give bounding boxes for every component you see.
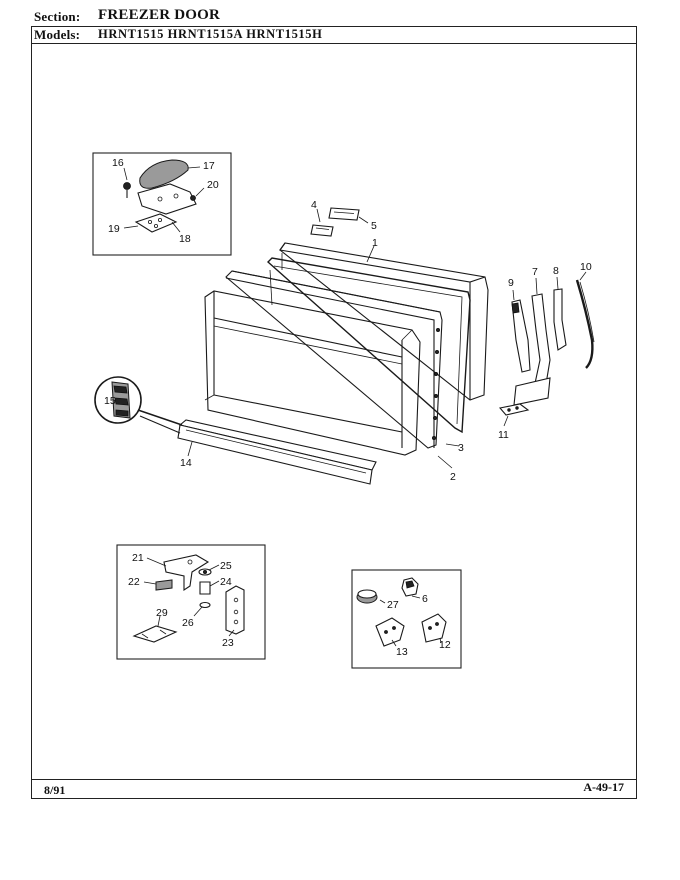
outer-door-panel [279,242,489,401]
door-liner [225,270,443,449]
models-divider [31,43,637,44]
callout-25: 25 [220,560,232,572]
callout-11: 11 [498,429,509,441]
callout-2: 2 [450,471,456,483]
callout-12: 12 [439,639,451,651]
callout-22: 22 [128,576,140,588]
callout-15: 15 [104,395,116,407]
callout-7: 7 [532,266,538,278]
label-plate-4 [310,224,334,237]
handle-bracket-part [134,183,197,233]
hinge-strap-9 [511,299,531,373]
callout-29: 29 [156,607,168,619]
footer-divider [31,779,637,780]
callout-27: 27 [387,599,399,611]
callout-26: 26 [182,617,194,629]
hinge-bracket-21 [155,554,210,592]
callout-1: 1 [372,237,378,249]
hinge-strap-10 [575,279,595,369]
inner-door-liner [204,290,421,456]
footer-date: 8/91 [44,783,66,797]
section-label: Section: [34,9,81,24]
callout-21: 21 [132,552,144,564]
callout-9: 9 [508,277,514,289]
callout-5: 5 [371,220,377,232]
callout-20: 20 [207,179,219,191]
callout-23: 23 [222,637,234,649]
plug-part-6 [401,577,419,597]
label-plate-5 [328,207,360,221]
callout-17: 17 [203,160,215,172]
hinge-strap-7 [513,293,551,406]
handle-cap-part [123,159,189,198]
door-shelf-bar [177,419,377,485]
section-title: FREEZER DOOR [98,7,220,23]
callout-18: 18 [179,233,191,245]
detail-magnifier-15 [94,376,183,434]
models-label: Models: [34,27,81,42]
callout-19: 19 [108,223,120,235]
inset-bumper-box [351,569,462,669]
callout-16: 16 [112,157,124,169]
callout-24: 24 [220,576,232,588]
callout-8: 8 [553,265,559,277]
hinge-washers-24-26 [198,568,212,609]
callout-4: 4 [311,199,317,211]
inset-handle-box [92,152,232,256]
hinge-strap-8 [553,288,567,351]
button-part-27 [356,589,378,604]
hinge-shim-29 [132,625,178,643]
hinge-pin-plate-23 [225,585,245,635]
callout-6: 6 [422,593,428,605]
callout-13: 13 [396,646,408,658]
bumper-part-13 [375,617,405,647]
diagram-frame [31,26,637,799]
page-code: A-49-17 [583,780,624,794]
callout-14: 14 [180,457,192,469]
callout-3: 3 [458,442,464,454]
inset-hinge-box [116,544,266,660]
models-list: HRNT1515 HRNT1515A HRNT1515H [98,27,323,41]
callout-10: 10 [580,261,592,273]
bumper-part-12 [421,613,447,643]
hinge-plate-11 [498,403,530,416]
